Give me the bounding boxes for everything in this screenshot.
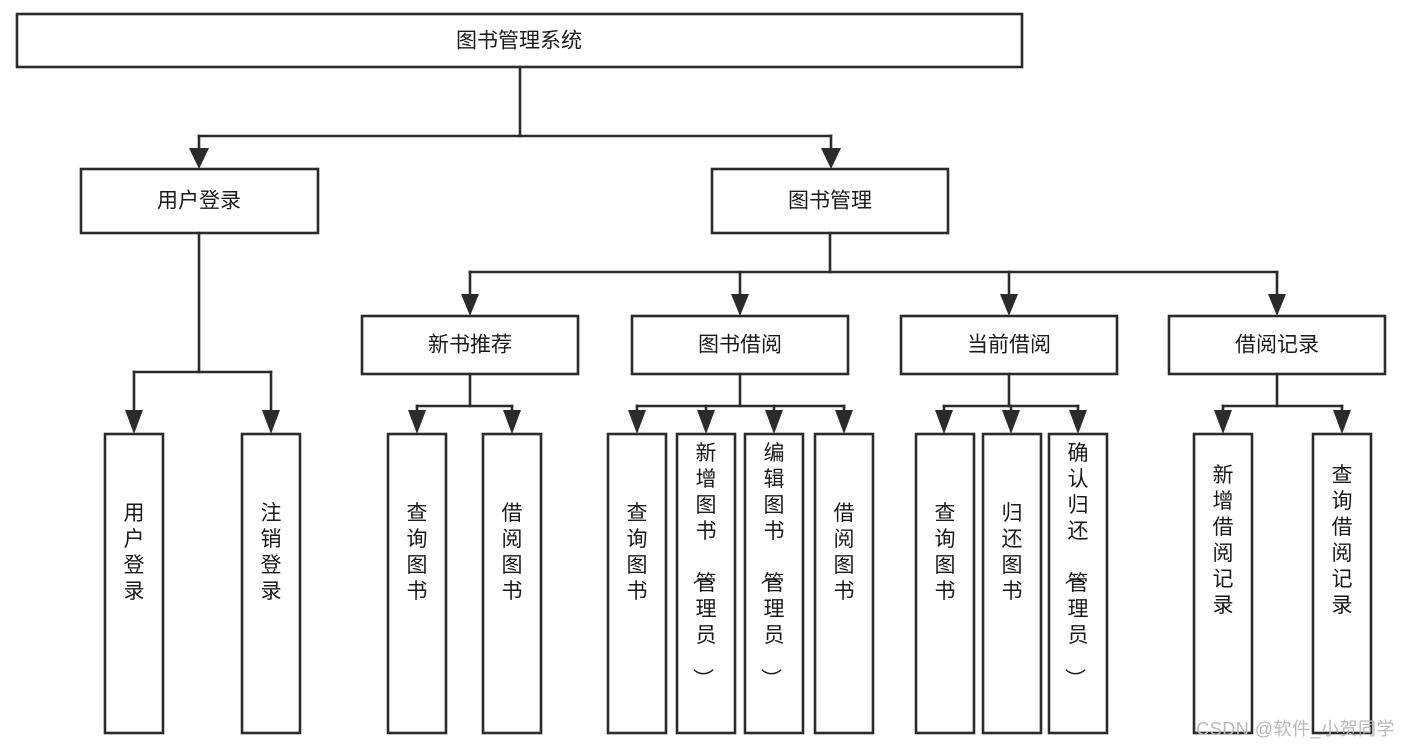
leaf-user-login-label: 用户登录 <box>124 502 145 603</box>
connector-group-current-borrow <box>935 372 1087 434</box>
leaf-query-book-3-box[interactable] <box>914 432 976 735</box>
arrow-cb-leaf-2 <box>1002 410 1020 434</box>
leaf-edit-book-box[interactable] <box>743 432 805 735</box>
leaf-return-book-label: 归还图书 <box>1002 502 1023 603</box>
csdn-watermark: CSDN @软件_小贺同学 <box>1196 719 1395 739</box>
leaf-borrow-book-2-label: 借阅图书 <box>834 502 855 603</box>
leaf-confirm-return-box[interactable] <box>1047 432 1109 735</box>
node-new-book-recommend-label: 新书推荐 <box>428 334 512 357</box>
leaf-add-record-box[interactable] <box>1192 432 1254 735</box>
node-root-label: 图书管理系统 <box>456 30 582 53</box>
arrow-user-login-leaf-2 <box>262 410 280 434</box>
node-new-book-recommend-box[interactable] <box>360 314 580 376</box>
node-current-borrow[interactable]: 当前借阅 <box>899 314 1119 376</box>
arrow-bb-leaf-4 <box>835 410 853 434</box>
leaf-borrow-book-1[interactable]: 借阅图书 <box>481 432 543 735</box>
leaf-add-book-box[interactable] <box>675 432 737 735</box>
leaf-query-book-3-label: 查询图书 <box>935 502 956 603</box>
arrow-user-login-leaf-1 <box>125 410 143 434</box>
node-book-borrow-box[interactable] <box>630 314 850 376</box>
node-current-borrow-label: 当前借阅 <box>967 334 1051 357</box>
node-user-login-label: 用户登录 <box>157 190 241 213</box>
leaf-logout[interactable]: 注销登录 <box>240 432 302 735</box>
node-book-management-box[interactable] <box>710 167 950 235</box>
leaf-add-book[interactable]: 新增图书（管理员） <box>675 432 737 735</box>
arrow-bm-to-current-borrow <box>1000 294 1018 316</box>
node-book-management-label: 图书管理 <box>788 190 872 213</box>
arrow-cb-leaf-3 <box>1069 410 1087 434</box>
connector-group-book-borrow <box>628 372 853 434</box>
arrow-bb-leaf-3 <box>765 410 783 434</box>
arrow-nbr-leaf-1 <box>408 410 426 434</box>
leaf-user-login-box[interactable] <box>103 432 165 735</box>
leaf-query-book-1-label: 查询图书 <box>407 502 428 603</box>
leaf-return-book-box[interactable] <box>981 432 1043 735</box>
arrow-bm-to-book-borrow <box>731 294 749 316</box>
arrow-br-leaf-1 <box>1214 410 1232 434</box>
leaf-confirm-return-label: 确认归还（管理员） <box>1063 442 1089 689</box>
leaf-add-record[interactable]: 新增借阅记录 <box>1192 432 1254 735</box>
leaf-logout-label: 注销登录 <box>261 502 282 603</box>
node-new-book-recommend[interactable]: 新书推荐 <box>360 314 580 376</box>
node-book-management[interactable]: 图书管理 <box>710 167 950 235</box>
leaf-query-record-label: 查询借阅记录 <box>1332 464 1353 617</box>
node-borrow-record[interactable]: 借阅记录 <box>1167 314 1387 376</box>
leaf-edit-book-label: 编辑图书（管理员） <box>759 442 785 689</box>
connector-group-root <box>189 66 841 169</box>
arrow-root-to-book-management <box>821 148 841 169</box>
leaf-borrow-book-2[interactable]: 借阅图书 <box>813 432 875 735</box>
connector-group-user-login <box>125 231 280 434</box>
leaf-query-record[interactable]: 查询借阅记录 <box>1311 432 1373 735</box>
arrow-bm-to-new-book-recommend <box>461 294 479 316</box>
leaf-add-book-label: 新增图书（管理员） <box>691 442 717 689</box>
node-book-borrow[interactable]: 图书借阅 <box>630 314 850 376</box>
leaf-query-book-2-box[interactable] <box>606 432 668 735</box>
node-borrow-record-box[interactable] <box>1167 314 1387 376</box>
leaf-query-book-3[interactable]: 查询图书 <box>914 432 976 735</box>
leaf-logout-box[interactable] <box>240 432 302 735</box>
arrow-br-leaf-2 <box>1333 410 1351 434</box>
connector-group-borrow-record <box>1214 372 1351 434</box>
node-borrow-record-label: 借阅记录 <box>1235 334 1319 357</box>
leaf-borrow-book-1-label: 借阅图书 <box>502 502 523 603</box>
leaf-confirm-return[interactable]: 确认归还（管理员） <box>1047 432 1109 735</box>
leaf-borrow-book-1-box[interactable] <box>481 432 543 735</box>
leaf-query-book-2[interactable]: 查询图书 <box>606 432 668 735</box>
connector-group-new-book-recommend <box>408 372 521 434</box>
leaf-query-record-box[interactable] <box>1311 432 1373 735</box>
connector-group-book-management <box>461 231 1286 316</box>
leaf-query-book-2-label: 查询图书 <box>627 502 648 603</box>
arrow-bb-leaf-2 <box>697 410 715 434</box>
arrow-nbr-leaf-2 <box>503 410 521 434</box>
arrow-bb-leaf-1 <box>628 410 646 434</box>
leaf-return-book[interactable]: 归还图书 <box>981 432 1043 735</box>
node-root[interactable]: 图书管理系统 <box>15 12 1024 69</box>
leaf-edit-book[interactable]: 编辑图书（管理员） <box>743 432 805 735</box>
leaf-borrow-book-2-box[interactable] <box>813 432 875 735</box>
node-root-box[interactable] <box>15 12 1024 69</box>
leaf-add-record-label: 新增借阅记录 <box>1213 464 1234 617</box>
arrow-bm-to-borrow-record <box>1268 294 1286 316</box>
node-current-borrow-box[interactable] <box>899 314 1119 376</box>
arrow-cb-leaf-1 <box>935 410 953 434</box>
node-user-login[interactable]: 用户登录 <box>79 167 320 235</box>
node-book-borrow-label: 图书借阅 <box>698 334 782 357</box>
leaf-query-book-1-box[interactable] <box>386 432 448 735</box>
leaf-query-book-1[interactable]: 查询图书 <box>386 432 448 735</box>
arrow-root-to-user-login <box>189 148 209 169</box>
leaf-user-login[interactable]: 用户登录 <box>103 432 165 735</box>
